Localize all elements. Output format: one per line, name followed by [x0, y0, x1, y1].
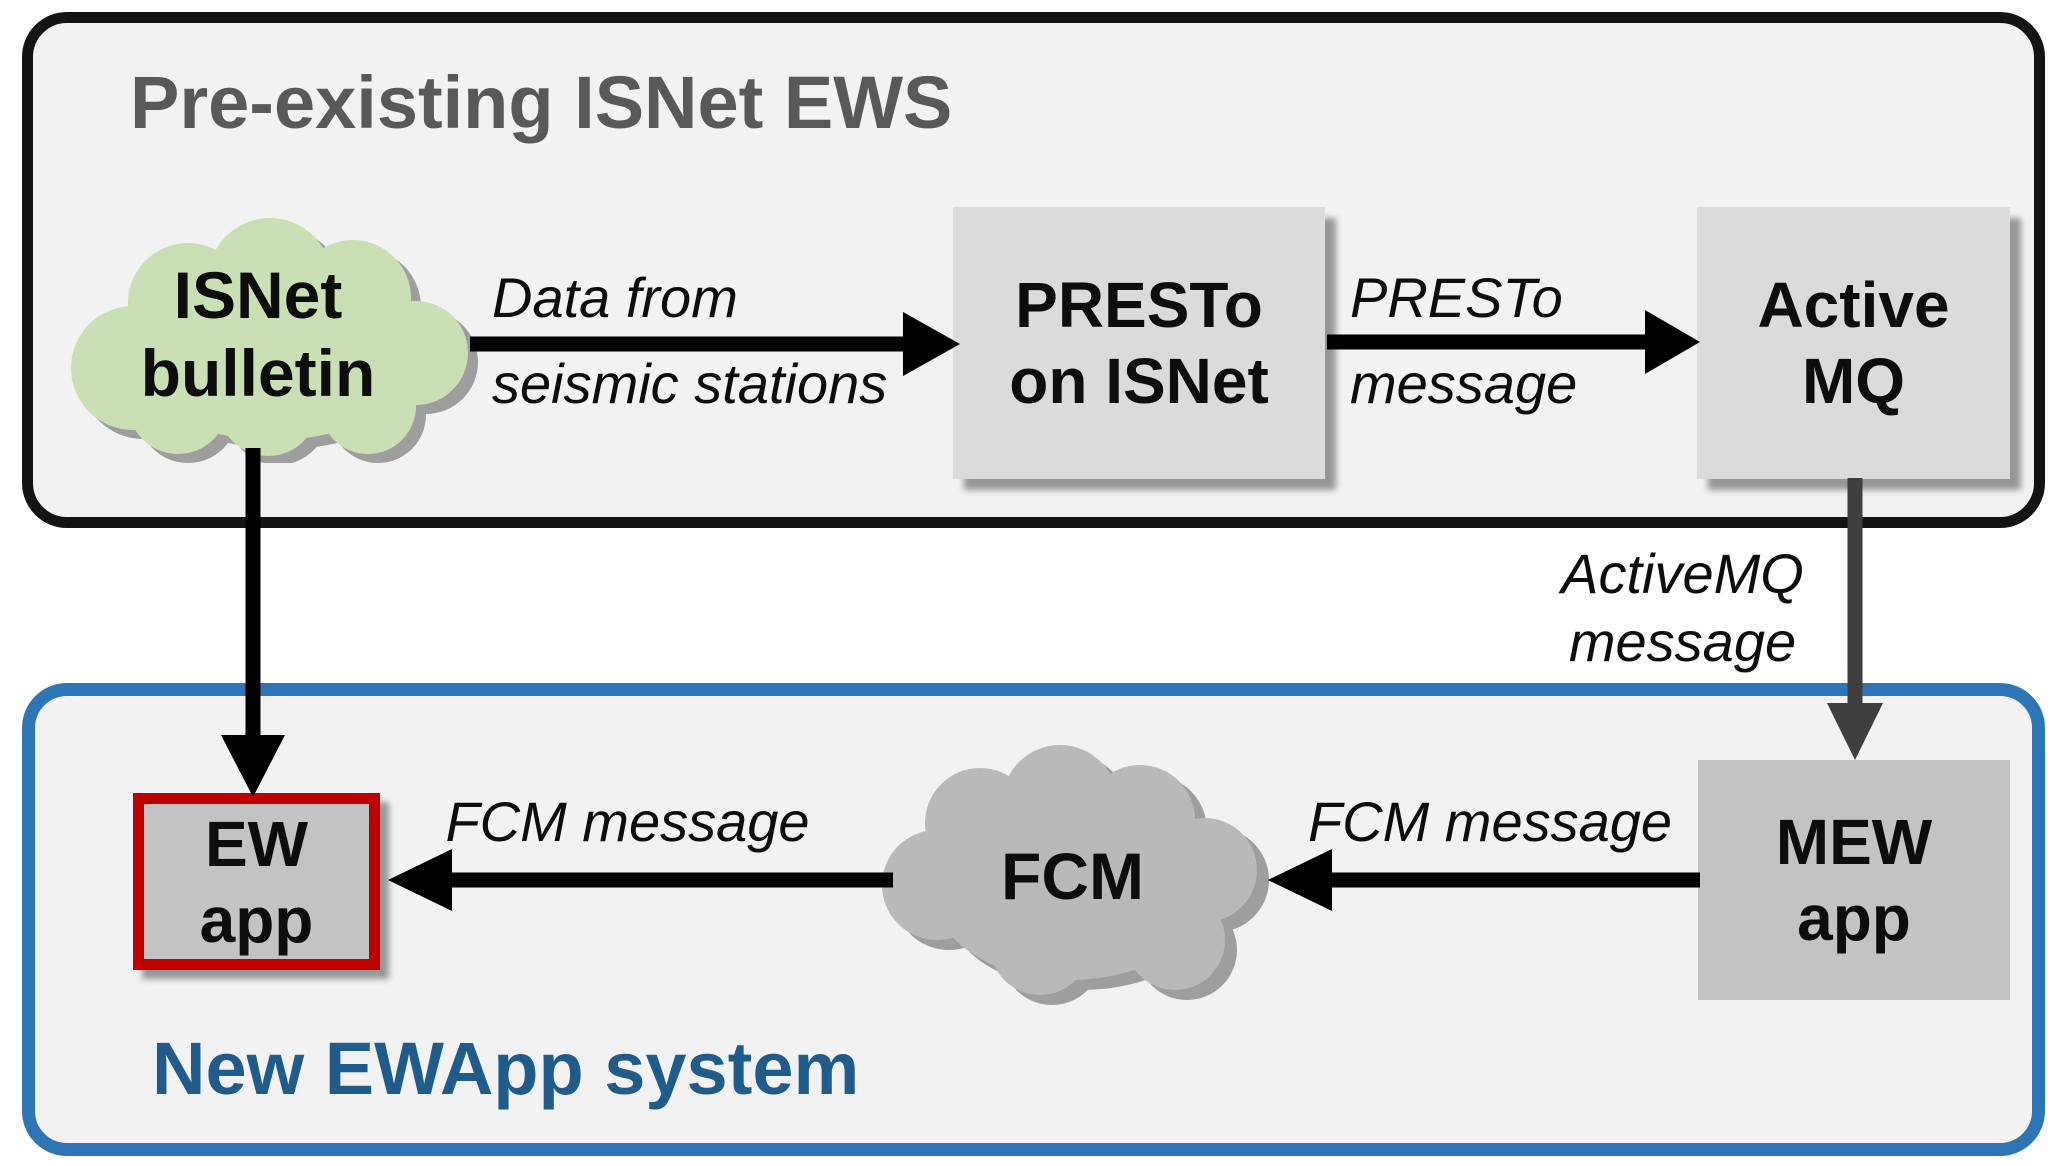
seismic-data-edge-label-line2: seismic stations	[492, 352, 888, 415]
arrow-activemq-message	[1827, 478, 1883, 760]
fcm-message-to-ew-edge-label: FCM message	[445, 790, 810, 853]
pre-existing-panel-title: Pre-existing ISNet EWS	[130, 61, 953, 144]
arrow-presto-message	[1327, 310, 1700, 374]
fcm-cloud-shape-icon	[882, 745, 1269, 1005]
new-ewapp-panel-title: New EWApp system	[152, 1027, 860, 1110]
presto-message-edge-label-line2: message	[1350, 352, 1578, 415]
arrow-fcm-to-ew-app	[388, 849, 893, 911]
active-mq-node: Active MQ	[1697, 207, 2010, 479]
fcm-cloud: FCM	[875, 745, 1270, 1020]
isnet-bulletin-label: ISNet bulletin	[140, 257, 376, 410]
activemq-message-edge-label: ActiveMQ message	[1561, 542, 1804, 673]
mew-app-node: MEW app	[1698, 760, 2010, 1000]
presto-on-isnet-node: PRESTo on ISNet	[953, 207, 1325, 479]
isnet-bulletin-cloud: ISNet bulletin	[38, 218, 478, 463]
arrow-seismic-data	[470, 312, 960, 376]
presto-message-edge-label-line1: PRESTo	[1350, 266, 1563, 329]
isnet-cloud-shape-icon	[71, 218, 478, 463]
seismic-data-edge-label-line1: Data from	[492, 266, 738, 329]
fcm-cloud-label: FCM	[1001, 838, 1144, 913]
fcm-message-to-fcm-edge-label: FCM message	[1307, 790, 1673, 853]
arrow-isnet-to-ew-app	[221, 448, 285, 797]
ew-app-node: EW app	[133, 793, 380, 970]
arrow-mew-to-fcm	[1268, 849, 1700, 911]
